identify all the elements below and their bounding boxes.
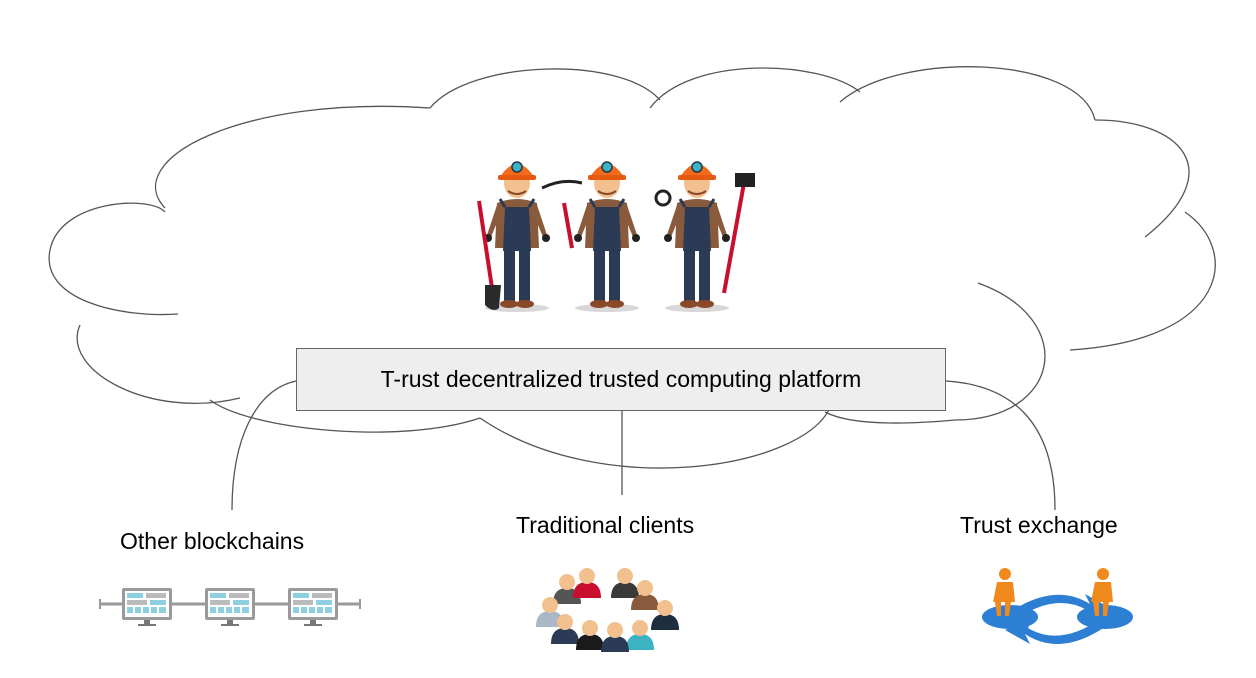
platform-box: T-rust decentralized trusted computing p… (296, 348, 946, 411)
miners-group (477, 160, 755, 314)
connector-trust-exchange (945, 380, 1056, 511)
miner-icon (477, 160, 552, 314)
node-label-trust-exchange: Trust exchange (960, 512, 1118, 538)
connector-other-blockchains (231, 380, 297, 511)
node-label-other-blockchains: Other blockchains (120, 528, 305, 554)
miner-icon (654, 160, 755, 314)
miner-icon (541, 160, 642, 314)
node-label-traditional-clients: Traditional clients (516, 512, 695, 538)
blockchain-icon (99, 588, 361, 626)
connector-lines (231, 380, 1056, 511)
platform-label: T-rust decentralized trusted computing p… (380, 366, 862, 392)
people-group-icon (536, 568, 679, 652)
cloud-shape (48, 66, 1216, 469)
exchange-icon (982, 568, 1133, 644)
